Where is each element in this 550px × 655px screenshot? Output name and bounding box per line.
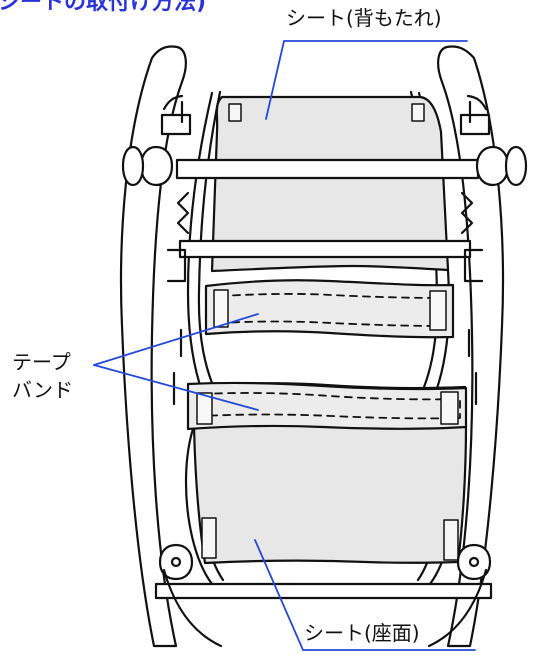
left-outer-frame	[119, 45, 187, 648]
upper-crossbar	[175, 158, 480, 180]
lower-tape-band	[186, 381, 468, 431]
tape-band-label-line2: バンド	[12, 378, 73, 402]
back-seat-leader	[265, 40, 468, 120]
middle-crossbar	[178, 239, 472, 259]
seat-label: シート(座面)	[304, 621, 420, 645]
tape-band-leader-upper	[93, 313, 259, 366]
tape-band-leader-lower	[93, 364, 259, 411]
diagram-title: シートの取付け方法)	[0, 0, 207, 15]
back-seat-panel	[210, 95, 450, 273]
seat-leader	[254, 539, 476, 651]
tape-band-label-line1: テープ	[12, 350, 71, 374]
back-seat-label: シート(背もたれ)	[286, 6, 442, 30]
right-outer-frame	[437, 45, 505, 648]
bottom-crossbar	[154, 582, 493, 600]
upper-tape-band	[204, 279, 455, 339]
